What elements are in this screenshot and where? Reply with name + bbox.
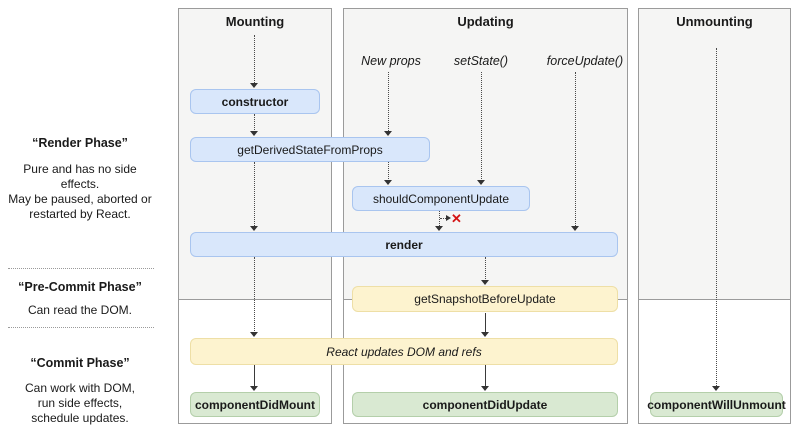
get-snapshot-before-update-box[interactable]: getSnapshotBeforeUpdate: [352, 286, 618, 312]
render-box[interactable]: render: [190, 232, 618, 257]
render-label: render: [385, 237, 423, 252]
arrow-mounting-start-line: [254, 35, 255, 83]
arrow-new-props-head: [384, 131, 392, 136]
arrow-set-state-head: [477, 180, 485, 185]
constructor-label: constructor: [221, 94, 289, 109]
component-will-unmount-label: componentWillUnmount: [647, 397, 786, 412]
updating-column-title: Updating: [457, 14, 514, 29]
arrow-domupdate-to-cdu-head: [481, 386, 489, 391]
arrow-unmounting-head: [712, 386, 720, 391]
get-derived-state-from-props-box[interactable]: getDerivedStateFromProps: [190, 137, 430, 162]
arrow-mounting-start-head: [250, 83, 258, 88]
arrow-render-to-domupdate-line: [254, 257, 255, 333]
arrow-scu-to-render-head: [435, 226, 443, 231]
pre-commit-phase-title: “Pre-Commit Phase”: [18, 280, 142, 294]
commit-phase-description: Can work with DOM, run side effects, sch…: [24, 381, 136, 425]
arrow-domupdate-to-cdm-head: [250, 386, 258, 391]
arrow-force-update-line: [575, 72, 576, 226]
arrow-force-update-head: [571, 226, 579, 231]
constructor-box[interactable]: constructor: [190, 89, 320, 114]
component-will-unmount-box[interactable]: componentWillUnmount: [647, 392, 786, 417]
arrow-set-state-line: [481, 72, 482, 181]
component-did-mount-box[interactable]: componentDidMount: [190, 392, 320, 417]
component-did-update-label: componentDidUpdate: [422, 397, 548, 412]
should-component-update-label: shouldComponentUpdate: [372, 191, 510, 206]
phase-divider-top: [8, 268, 154, 269]
cancel-branch-head: [446, 215, 451, 221]
arrow-domupdate-to-cdu-line: [485, 365, 486, 387]
arrow-scu-to-render-line: [439, 211, 440, 226]
arrow-gsbu-to-domupdate-line: [485, 313, 486, 333]
arrow-constructor-to-gdsfp-head: [250, 131, 258, 136]
arrow-constructor-to-gdsfp-line: [254, 114, 255, 132]
unmounting-render-zone: [639, 9, 790, 300]
commit-phase-title: “Commit Phase”: [30, 356, 130, 370]
arrow-domupdate-to-cdm-line: [254, 365, 255, 387]
react-updates-dom-box: React updates DOM and refs: [190, 338, 618, 365]
arrow-gdsfp-to-scu-head: [384, 180, 392, 185]
get-snapshot-before-update-label: getSnapshotBeforeUpdate: [414, 292, 556, 306]
component-did-update-box[interactable]: componentDidUpdate: [352, 392, 618, 417]
pre-commit-phase-description: Can read the DOM.: [27, 303, 133, 317]
render-phase-description: Pure and has no side effects. May be pau…: [8, 162, 152, 221]
phase-divider-bottom: [8, 327, 154, 328]
arrow-gsbu-to-domupdate-head: [481, 332, 489, 337]
arrow-new-props-line: [388, 72, 389, 131]
get-derived-state-from-props-label: getDerivedStateFromProps: [237, 142, 383, 157]
arrow-gdsfp-to-render-head: [250, 226, 258, 231]
unmounting-column-title: Unmounting: [676, 14, 753, 29]
react-updates-dom-label: React updates DOM and refs: [326, 344, 482, 359]
arrow-unmounting-line: [716, 48, 717, 386]
unmounting-column: Unmounting: [638, 8, 791, 424]
cancel-branch-line: [440, 218, 446, 219]
arrow-render-to-domupdate-head: [250, 332, 258, 337]
arrow-render-to-gsbu-head: [481, 280, 489, 285]
arrow-render-to-gsbu-line: [485, 257, 486, 281]
render-phase-title: “Render Phase”: [32, 136, 128, 150]
trigger-set-state: setState(): [453, 54, 509, 68]
should-component-update-box[interactable]: shouldComponentUpdate: [352, 186, 530, 211]
component-did-mount-label: componentDidMount: [195, 397, 315, 412]
mounting-column-title: Mounting: [225, 14, 285, 29]
cancel-update-x-icon: ✕: [451, 211, 462, 226]
arrow-gdsfp-to-scu-line: [388, 162, 389, 181]
trigger-new-props: New props: [361, 54, 421, 68]
arrow-gdsfp-to-render-line: [254, 162, 255, 226]
trigger-force-update: forceUpdate(): [546, 54, 624, 68]
